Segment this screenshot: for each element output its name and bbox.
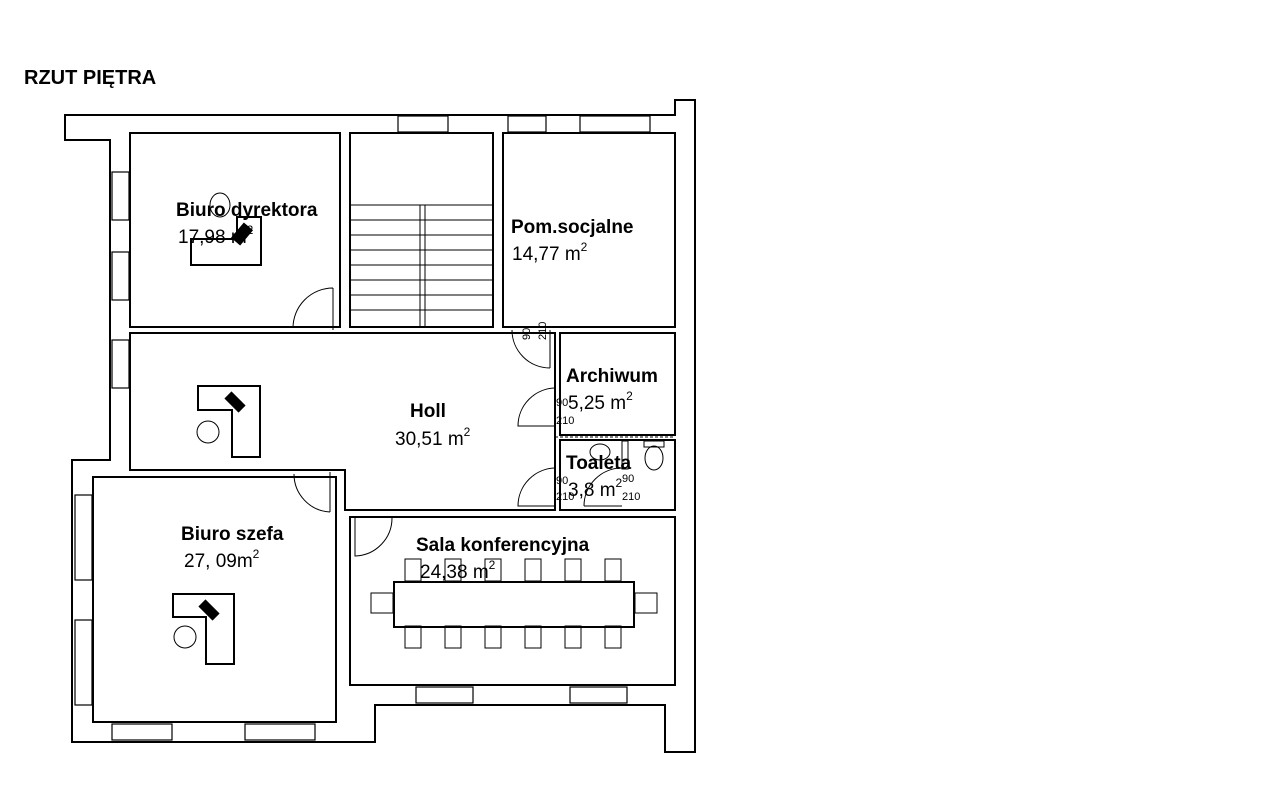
svg-text:90: 90: [521, 328, 533, 340]
room-area: 24,38 m2: [420, 558, 496, 583]
svg-text:210: 210: [622, 491, 640, 503]
svg-text:90: 90: [556, 475, 568, 487]
chair: [524, 625, 542, 649]
conference-table: [370, 558, 658, 649]
room-area: 5,25 m2: [568, 389, 633, 414]
room-name: Holl: [410, 401, 446, 422]
sanitary: [589, 440, 665, 471]
desk-director: [190, 192, 262, 266]
chair: [484, 625, 502, 649]
room-name: Biuro dyrektora: [176, 200, 318, 221]
chair: [564, 558, 582, 582]
room-name: Archiwum: [566, 366, 658, 387]
room-name: Toaleta: [566, 453, 632, 474]
desk-holl: [196, 385, 261, 458]
room-area: 14,77 m2: [512, 240, 588, 265]
room-area: 17,98 m2: [178, 223, 254, 248]
room-area: 30,51 m2: [395, 425, 471, 450]
chair: [404, 625, 422, 649]
staircase: [350, 204, 493, 327]
desk-boss: [172, 593, 235, 665]
svg-text:210: 210: [537, 322, 549, 340]
chair: [484, 558, 502, 582]
svg-text:210: 210: [556, 491, 574, 503]
plan-title: RZUT PIĘTRA: [24, 67, 156, 89]
room-area: 27, 09m2: [184, 547, 260, 572]
windows: [74, 115, 651, 741]
chair: [524, 558, 542, 582]
room-name: Sala konferencyjna: [416, 535, 590, 556]
room-name: Pom.socjalne: [511, 217, 634, 238]
svg-text:90: 90: [622, 473, 634, 485]
svg-text:210: 210: [556, 415, 574, 427]
chair: [604, 625, 622, 649]
room-name: Biuro szefa: [181, 524, 284, 545]
doors: [292, 287, 623, 557]
door-dimensions: 90 210 90 210 90 210 90 210: [521, 322, 640, 503]
chair: [604, 558, 622, 582]
chair: [444, 625, 462, 649]
room-labels: Biuro dyrektora 17,98 m2 Pom.socjalne 14…: [176, 200, 658, 583]
chair: [404, 558, 422, 582]
svg-text:90: 90: [556, 397, 568, 409]
outer-walls: [64, 99, 696, 753]
room-area: 3,8 m2: [568, 476, 623, 501]
chair: [444, 558, 462, 582]
chair: [564, 625, 582, 649]
